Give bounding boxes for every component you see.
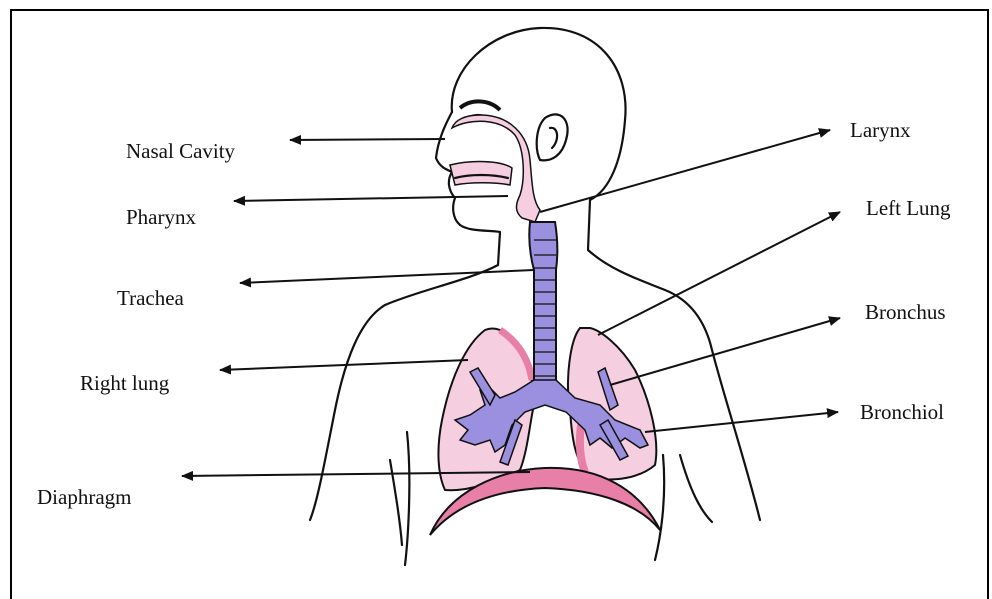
trachea bbox=[529, 222, 557, 382]
arrow-pharynx bbox=[234, 196, 508, 201]
arrow-right-lung bbox=[220, 360, 468, 370]
label-left-lung: Left Lung bbox=[866, 198, 951, 219]
ear-inner bbox=[550, 128, 557, 148]
torso-right-curve bbox=[680, 455, 712, 522]
right-arm-outline bbox=[655, 455, 664, 560]
eyebrow bbox=[460, 101, 500, 110]
arrow-trachea bbox=[240, 270, 534, 283]
left-arm-outline bbox=[405, 432, 409, 565]
label-nasal-cavity: Nasal Cavity bbox=[126, 141, 235, 162]
label-diaphragm: Diaphragm bbox=[37, 487, 131, 508]
mouth bbox=[450, 162, 512, 185]
arrow-left-lung bbox=[598, 212, 840, 335]
ear bbox=[537, 114, 568, 160]
label-right-lung: Right lung bbox=[80, 373, 169, 394]
label-bronchiol: Bronchiol bbox=[860, 402, 944, 423]
arrow-nasal-cavity bbox=[290, 139, 445, 140]
label-trachea: Trachea bbox=[117, 288, 184, 309]
label-pharynx: Pharynx bbox=[126, 207, 196, 228]
label-bronchus: Bronchus bbox=[865, 302, 946, 323]
arrow-bronchiol bbox=[645, 412, 838, 432]
arrow-bronchus bbox=[610, 318, 840, 385]
arrow-larynx bbox=[540, 130, 830, 212]
label-larynx: Larynx bbox=[850, 120, 911, 141]
